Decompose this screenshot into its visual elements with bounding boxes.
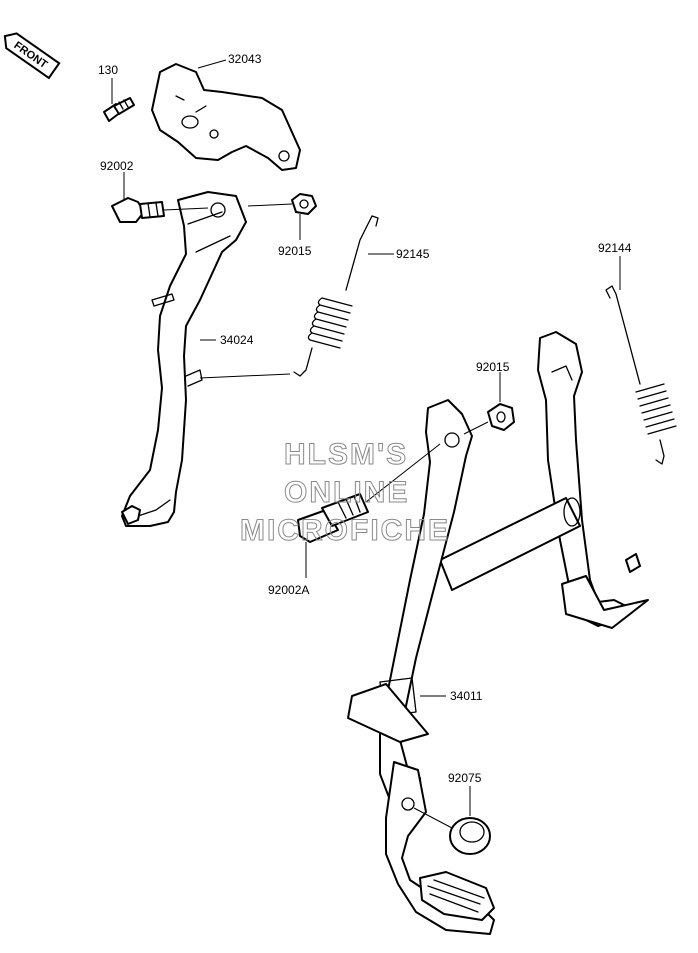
bracket-32043 <box>151 63 301 171</box>
spring-92145 <box>293 215 379 377</box>
callout-92015-lower: 92015 <box>476 360 510 374</box>
nut-92015-lower <box>487 403 515 431</box>
side-stand-34024 <box>121 191 247 527</box>
callout-34024: 34024 <box>220 333 254 347</box>
bolt-130 <box>103 97 135 122</box>
center-stand-34011 <box>347 331 649 935</box>
watermark: HLSM'S ONLINE MICROFICHE <box>240 438 450 548</box>
callout-92144: 92144 <box>598 241 632 255</box>
pin-92002 <box>111 197 165 223</box>
callout-92015-upper: 92015 <box>278 244 312 258</box>
stopper-92075 <box>449 817 491 855</box>
callout-92002A: 92002A <box>268 583 309 597</box>
callout-92145: 92145 <box>396 247 430 261</box>
callout-34011: 34011 <box>450 689 483 703</box>
leader-lines <box>111 59 621 829</box>
pin-92002A <box>297 493 369 543</box>
front-direction-badge: FRONT <box>3 32 61 80</box>
spring-92144 <box>605 285 677 465</box>
watermark-line-2: ONLINE <box>284 476 409 509</box>
callout-130: 130 <box>98 63 118 77</box>
callout-32043: 32043 <box>228 52 262 66</box>
front-arrow-icon <box>3 32 61 80</box>
watermark-line-3: MICROFICHE <box>240 514 450 547</box>
watermark-line-1: HLSM'S <box>284 438 408 471</box>
nut-92015-upper <box>291 193 317 215</box>
callout-92002: 92002 <box>100 159 134 173</box>
callout-92075: 92075 <box>448 771 482 785</box>
